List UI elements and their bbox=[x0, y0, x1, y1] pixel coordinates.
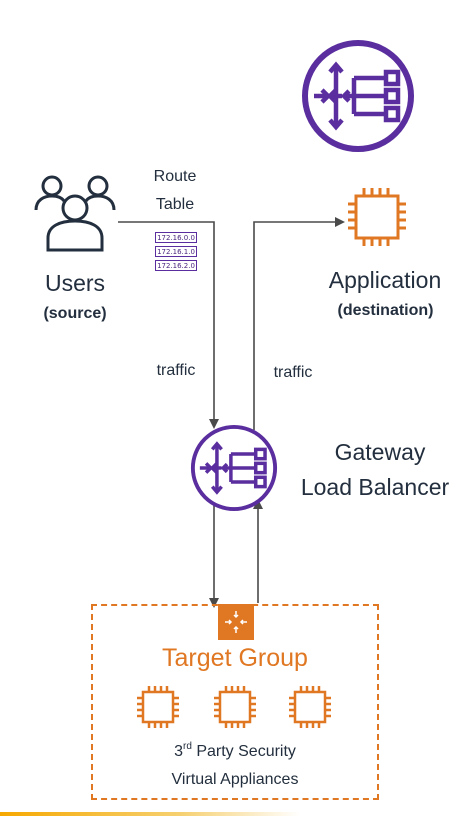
appliances-label-line2: Virtual Appliances bbox=[171, 771, 299, 788]
users-sublabel: (source) bbox=[43, 305, 107, 322]
traffic-label-right: traffic bbox=[273, 364, 313, 381]
target-group-icon bbox=[218, 604, 254, 640]
virtual-appliance-icon bbox=[289, 686, 331, 728]
application-instance-icon bbox=[348, 188, 406, 246]
traffic-label-left: traffic bbox=[156, 362, 196, 379]
users-icon bbox=[34, 175, 116, 252]
users-label: Users bbox=[44, 270, 106, 296]
appliances-label-line1: 3rd Party Security bbox=[120, 741, 350, 761]
gateway-load-balancer-large-icon bbox=[302, 40, 414, 152]
footer-accent-bar bbox=[0, 812, 300, 816]
ordinal-number: 3 bbox=[174, 743, 183, 760]
target-group-label: Target Group bbox=[162, 644, 308, 672]
gateway-label-line2: Load Balancer bbox=[300, 474, 450, 500]
gwlb-to-application-line bbox=[253, 217, 345, 430]
application-label: Application bbox=[328, 267, 442, 293]
route-table-label: Route Table bbox=[140, 163, 210, 219]
application-sublabel: (destination) bbox=[337, 302, 434, 319]
route-table-label-line2: Table bbox=[155, 196, 195, 213]
route-table-entry: 172.16.1.0 bbox=[155, 246, 197, 257]
route-table-label-line1: Route bbox=[153, 168, 197, 185]
route-table-entry: 172.16.0.0 bbox=[155, 232, 197, 243]
virtual-appliance-icon bbox=[137, 686, 179, 728]
gateway-load-balancer-icon bbox=[190, 424, 278, 512]
appliances-label-rest: Party Security bbox=[191, 743, 296, 760]
ordinal-suffix: rd bbox=[182, 741, 192, 752]
gateway-label-line1: Gateway bbox=[334, 439, 426, 465]
virtual-appliance-icon bbox=[214, 686, 256, 728]
users-to-gwlb-line bbox=[118, 221, 219, 429]
route-table-entry: 172.16.2.0 bbox=[155, 260, 197, 271]
